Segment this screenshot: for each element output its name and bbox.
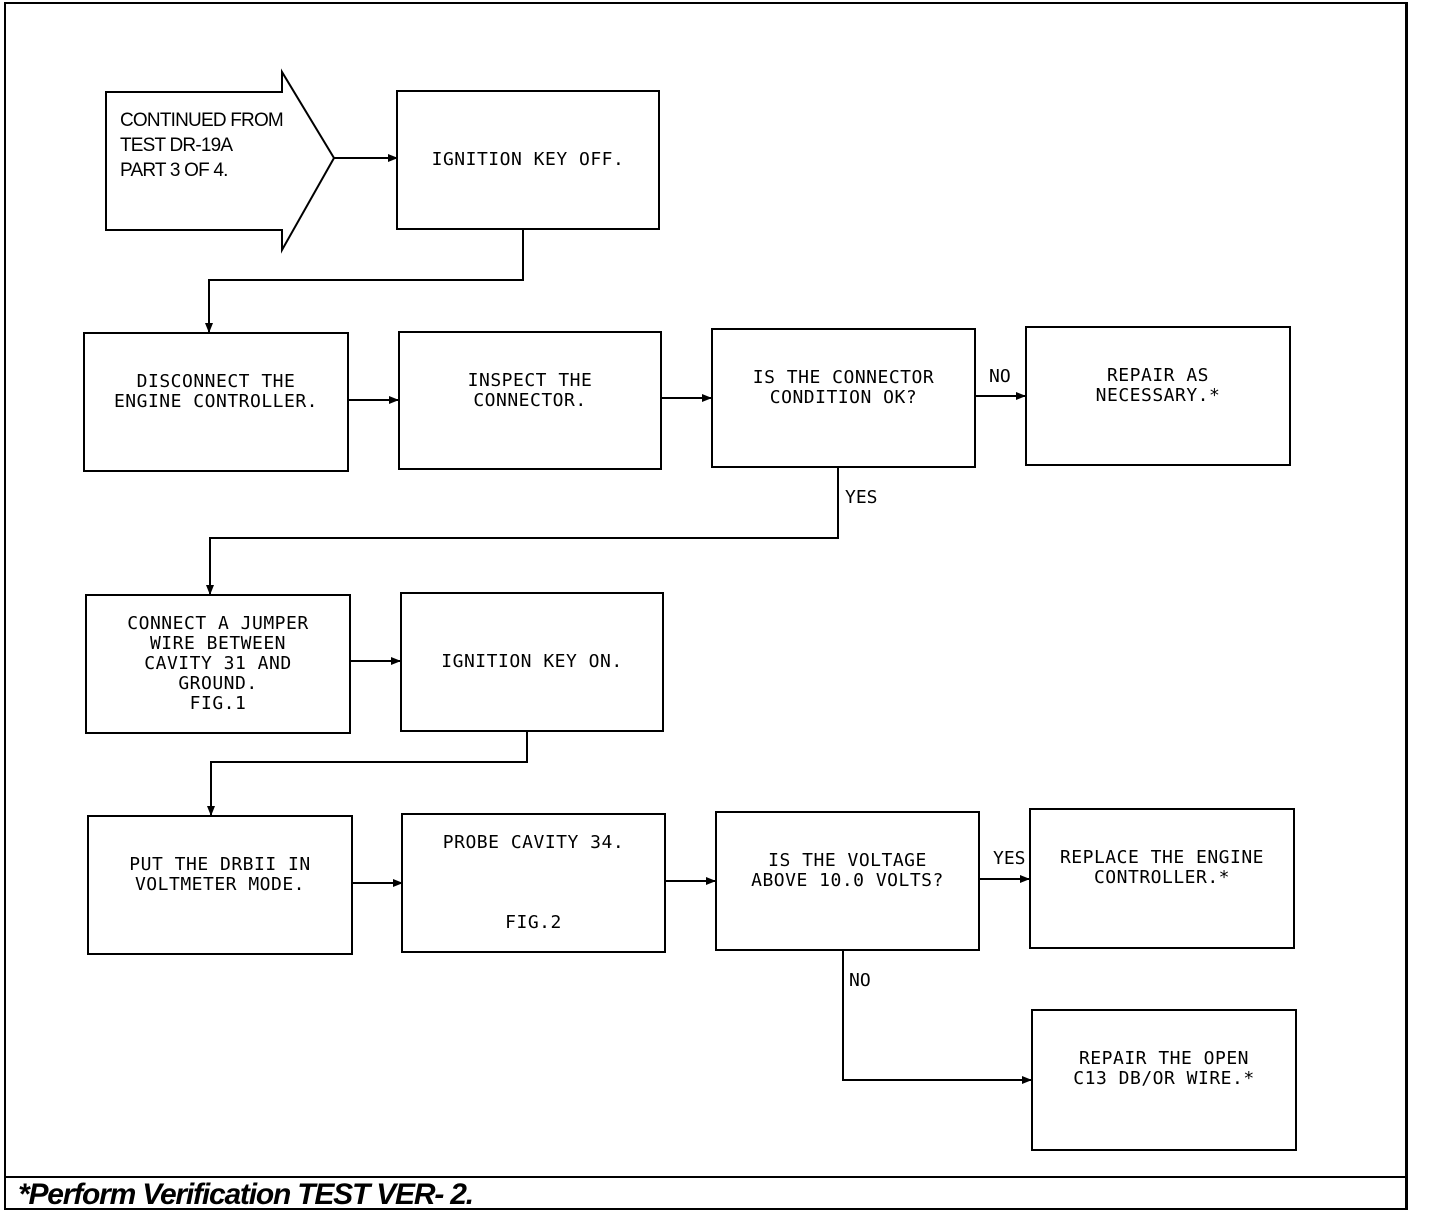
voltmeter-mode-text: PUT THE DRBII IN VOLTMETER MODE.	[129, 854, 311, 895]
arrow-connector-ok-to-jumper	[206, 468, 839, 595]
arrow-ignition-on-to-voltmeter	[207, 732, 528, 816]
probe-cavity-fig-text: FIG.2	[505, 912, 562, 933]
arrow-ignition-off-to-disconnect	[205, 229, 524, 333]
disconnect-controller-text: DISCONNECT THE ENGINE CONTROLLER.	[113, 371, 319, 412]
ignition-key-off-text: IGNITION KEY OFF.	[431, 149, 625, 170]
repair-as-necessary-box: REPAIR AS NECESSARY.*	[1025, 326, 1291, 466]
footer-divider	[4, 1176, 1408, 1178]
ignition-key-on-box: IGNITION KEY ON.	[400, 592, 664, 732]
arrow-voltage-check-to-repair-open	[842, 950, 1032, 1084]
disconnect-controller-box: DISCONNECT THE ENGINE CONTROLLER.	[83, 332, 349, 472]
voltage-check-decision-box: IS THE VOLTAGE ABOVE 10.0 VOLTS?	[715, 811, 980, 951]
yes-label-connector: YES	[845, 487, 878, 508]
ignition-key-on-text: IGNITION KEY ON.	[441, 651, 623, 672]
probe-cavity-text: PROBE CAVITY 34.	[442, 832, 625, 853]
connector-ok-decision-box: IS THE CONNECTOR CONDITION OK?	[711, 328, 976, 468]
replace-controller-box: REPLACE THE ENGINE CONTROLLER.*	[1029, 808, 1295, 949]
repair-open-wire-box: REPAIR THE OPEN C13 DB/OR WIRE.*	[1031, 1009, 1297, 1151]
ignition-key-off-box: IGNITION KEY OFF.	[396, 90, 660, 230]
voltmeter-mode-box: PUT THE DRBII IN VOLTMETER MODE.	[87, 815, 353, 955]
page-frame	[4, 2, 1408, 1210]
yes-label-voltage: YES	[993, 848, 1026, 869]
repair-open-wire-text: REPAIR THE OPEN C13 DB/OR WIRE.*	[1073, 1048, 1255, 1089]
replace-controller-text: REPLACE THE ENGINE CONTROLLER.*	[1059, 847, 1265, 888]
repair-as-necessary-text: REPAIR AS NECESSARY.*	[1095, 365, 1221, 406]
inspect-connector-box: INSPECT THE CONNECTOR.	[398, 331, 662, 470]
voltage-check-decision-text: IS THE VOLTAGE ABOVE 10.0 VOLTS?	[751, 850, 944, 891]
connector-ok-decision-text: IS THE CONNECTOR CONDITION OK?	[752, 367, 935, 408]
jumper-wire-box: CONNECT A JUMPER WIRE BETWEEN CAVITY 31 …	[85, 594, 351, 734]
inspect-connector-text: INSPECT THE CONNECTOR.	[467, 370, 593, 411]
probe-cavity-box: PROBE CAVITY 34. FIG.2	[401, 813, 666, 953]
verification-footer: *Perform Verification TEST VER- 2.	[18, 1178, 474, 1211]
start-arrow-text: CONTINUED FROM TEST DR-19A PART 3 OF 4.	[120, 110, 284, 181]
no-label-voltage: NO	[849, 970, 871, 991]
jumper-wire-text: CONNECT A JUMPER WIRE BETWEEN CAVITY 31 …	[127, 613, 309, 714]
no-label-connector: NO	[989, 366, 1011, 387]
start-arrow-shape	[105, 68, 336, 254]
